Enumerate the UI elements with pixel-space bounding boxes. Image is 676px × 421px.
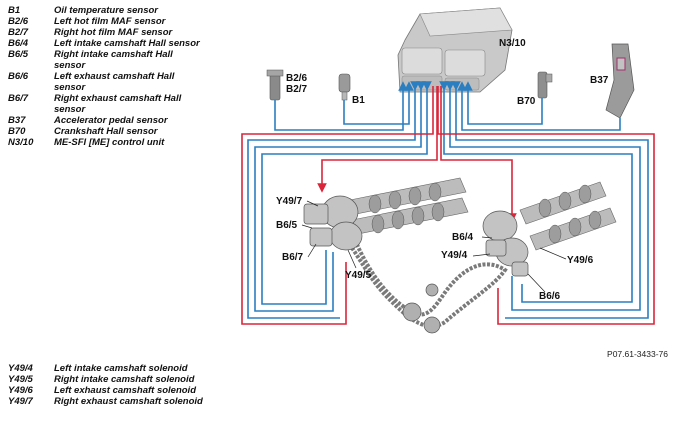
legend-row: Y49/4 Left intake camshaft solenoid bbox=[8, 363, 204, 374]
label-y49-4: Y49/4 bbox=[441, 250, 468, 261]
legend-description: ME-SFI [ME] control unit bbox=[54, 137, 165, 148]
crankshaft-sensor-b70 bbox=[537, 71, 553, 99]
legend-description: Right hot film MAF sensor bbox=[54, 27, 173, 38]
legend-row: B2/7 Right hot film MAF sensor bbox=[8, 27, 204, 38]
label-b1: B1 bbox=[352, 95, 365, 106]
oil-temperature-sensor-b1 bbox=[338, 73, 351, 101]
legend-code: B2/6 bbox=[8, 16, 29, 27]
legend-description: Oil temperature sensor bbox=[54, 5, 159, 16]
engine-assembly bbox=[303, 177, 617, 334]
label-b2-7: B2/7 bbox=[286, 84, 308, 95]
legend-code: B6/6 bbox=[8, 71, 29, 82]
accelerator-pedal-sensor-b37 bbox=[605, 43, 635, 119]
legend-description: Crankshaft Hall sensor bbox=[54, 126, 158, 137]
legend-description: Right exhaust camshaft solenoid bbox=[54, 396, 203, 407]
legend-description: Left hot film MAF sensor bbox=[54, 16, 166, 27]
legend-description: Right exhaust camshaft Hall sensor bbox=[54, 93, 182, 115]
figure-code: P07.61-3433-76 bbox=[607, 349, 668, 359]
legend-description: Left exhaust camshaft Hall sensor bbox=[54, 71, 175, 93]
label-b6-7: B6/7 bbox=[282, 252, 304, 263]
legend-row: B37 Accelerator pedal sensor bbox=[8, 115, 204, 126]
actuator-wiring bbox=[241, 86, 655, 325]
legend-code: B6/7 bbox=[8, 93, 29, 104]
control-unit-n3-10 bbox=[397, 7, 513, 93]
label-b2-6: B2/6 bbox=[286, 73, 308, 84]
legend-description: Accelerator pedal sensor bbox=[54, 115, 168, 126]
label-b6-5: B6/5 bbox=[276, 220, 298, 231]
sensor-wiring bbox=[247, 81, 649, 319]
label-b6-4: B6/4 bbox=[452, 232, 474, 243]
legend-row: B70 Crankshaft Hall sensor bbox=[8, 126, 204, 137]
label-b70: B70 bbox=[517, 96, 536, 107]
legend-code: B6/4 bbox=[8, 38, 29, 49]
legend-description: Right intake camshaft solenoid bbox=[54, 374, 195, 385]
callout-labels: N3/10 B2/6 B2/7 B1 B70 B37 Y49/7 B6/5 B6… bbox=[276, 38, 668, 359]
legend-code: N3/10 bbox=[8, 137, 34, 148]
legend-row: B1 Oil temperature sensor bbox=[8, 5, 204, 16]
legend-row: Y49/7 Right exhaust camshaft solenoid bbox=[8, 396, 204, 407]
legend-code: B70 bbox=[8, 126, 26, 137]
legend-row: B2/6 Left hot film MAF sensor bbox=[8, 16, 204, 27]
legend-code: Y49/7 bbox=[8, 396, 33, 407]
label-b37: B37 bbox=[590, 75, 609, 86]
legend-code: B37 bbox=[8, 115, 26, 126]
legend-row: B6/7 Right exhaust camshaft Hall sensor bbox=[8, 93, 204, 115]
maf-sensor-b2 bbox=[266, 69, 284, 101]
label-b6-6: B6/6 bbox=[539, 291, 561, 302]
legend-code: B1 bbox=[8, 5, 21, 16]
legend-code: B6/5 bbox=[8, 49, 29, 60]
legend-code: Y49/4 bbox=[8, 363, 33, 374]
legend-description: Left intake camshaft Hall sensor bbox=[54, 38, 200, 49]
legend-row: N3/10 ME-SFI [ME] control unit bbox=[8, 137, 204, 148]
legend-row: B6/5 Right intake camshaft Hall sensor bbox=[8, 49, 204, 71]
legend-description: Left intake camshaft solenoid bbox=[54, 363, 188, 374]
legend-description: Left exhaust camshaft solenoid bbox=[54, 385, 197, 396]
legend-row: B6/4 Left intake camshaft Hall sensor bbox=[8, 38, 204, 49]
legend-description: Right intake camshaft Hall sensor bbox=[54, 49, 173, 71]
label-n3-10: N3/10 bbox=[499, 38, 526, 49]
legend-code: B2/7 bbox=[8, 27, 29, 38]
legend-code: Y49/5 bbox=[8, 374, 33, 385]
legend-code: Y49/6 bbox=[8, 385, 33, 396]
legend-row: Y49/5 Right intake camshaft solenoid bbox=[8, 374, 204, 385]
label-y49-7: Y49/7 bbox=[276, 196, 303, 207]
label-y49-5: Y49/5 bbox=[345, 270, 372, 281]
legend-row: B6/6 Left exhaust camshaft Hall sensor bbox=[8, 71, 204, 93]
label-y49-6: Y49/6 bbox=[567, 255, 594, 266]
legend-row: Y49/6 Left exhaust camshaft solenoid bbox=[8, 385, 204, 396]
